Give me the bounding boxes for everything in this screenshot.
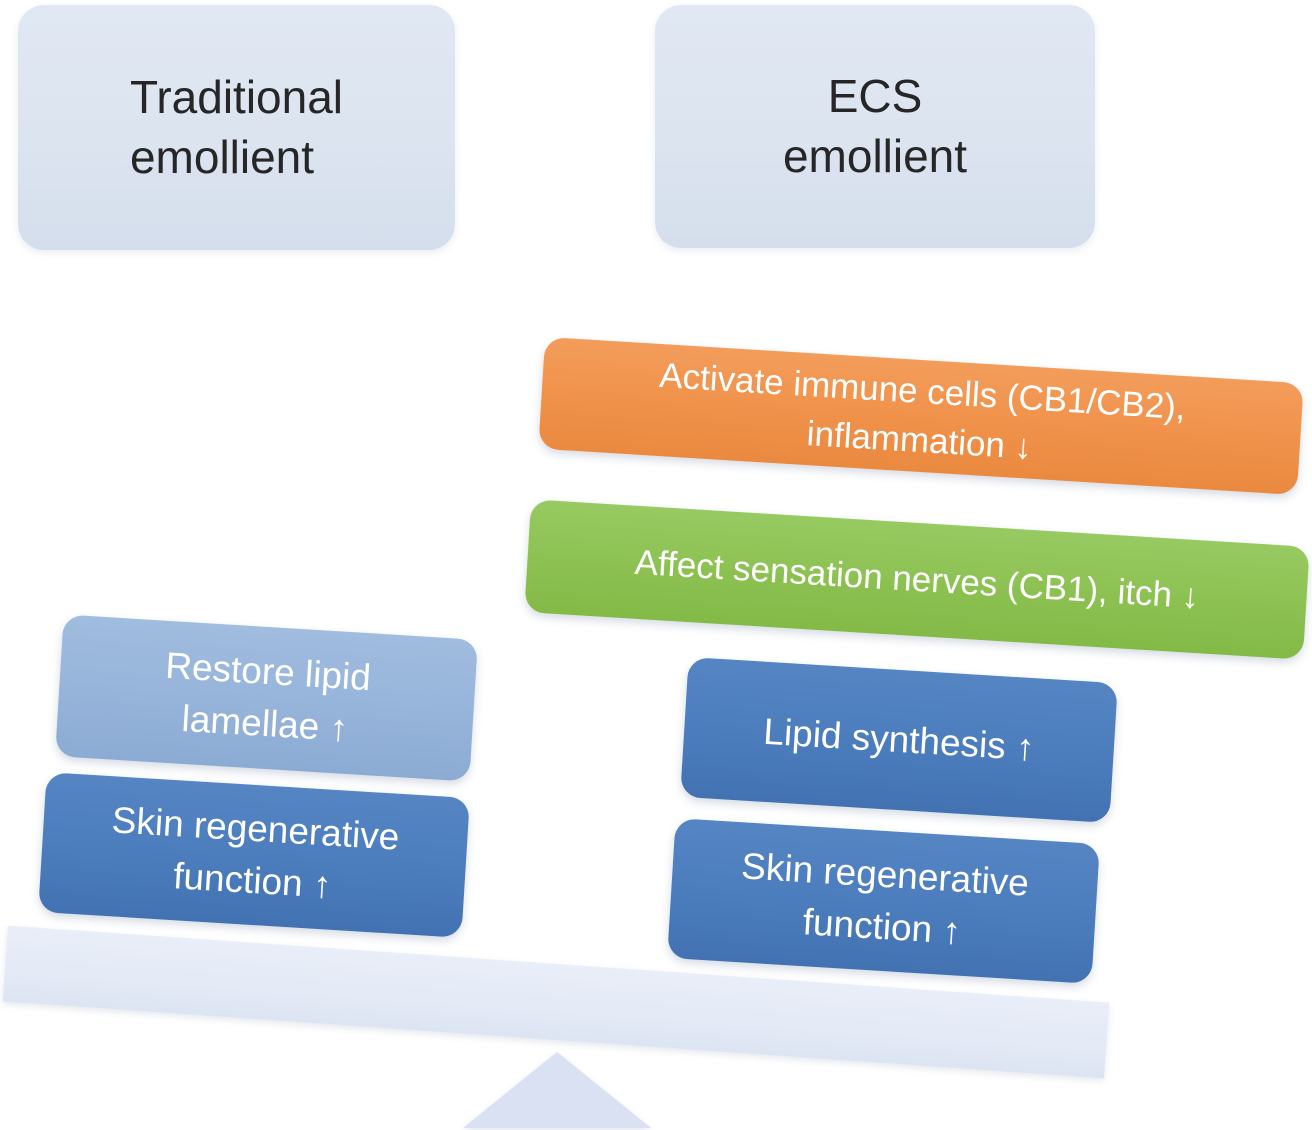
- box-skin-regenerative-left: Skin regenerative function ↑: [38, 772, 470, 938]
- header-traditional-emollient: Traditional emollient: [18, 5, 455, 250]
- box-affect-sensation-nerves: Affect sensation nerves (CB1), itch ↓: [524, 499, 1310, 660]
- box-skin-regenerative-left-label: Skin regenerative function ↑: [110, 799, 401, 906]
- box-activate-immune-cells-label: Activate immune cells (CB1/CB2), inflamm…: [658, 355, 1187, 467]
- fulcrum-triangle-icon: [463, 1052, 651, 1128]
- header-traditional-emollient-label: Traditional emollient: [129, 70, 344, 183]
- box-skin-regenerative-right: Skin regenerative function ↑: [667, 818, 1100, 984]
- header-ecs-emollient: ECS emollient: [655, 5, 1095, 248]
- box-lipid-synthesis-label: Lipid synthesis ↑: [762, 710, 1036, 769]
- header-ecs-emollient-label: ECS emollient: [782, 69, 968, 182]
- box-activate-immune-cells: Activate immune cells (CB1/CB2), inflamm…: [538, 336, 1304, 496]
- box-restore-lipid-lamellae-label: Restore lipid lamellae ↑: [164, 645, 372, 749]
- box-lipid-synthesis: Lipid synthesis ↑: [680, 657, 1118, 823]
- box-restore-lipid-lamellae: Restore lipid lamellae ↑: [55, 614, 478, 782]
- box-affect-sensation-nerves-label: Affect sensation nerves (CB1), itch ↓: [633, 542, 1201, 617]
- box-skin-regenerative-right-label: Skin regenerative function ↑: [740, 845, 1031, 952]
